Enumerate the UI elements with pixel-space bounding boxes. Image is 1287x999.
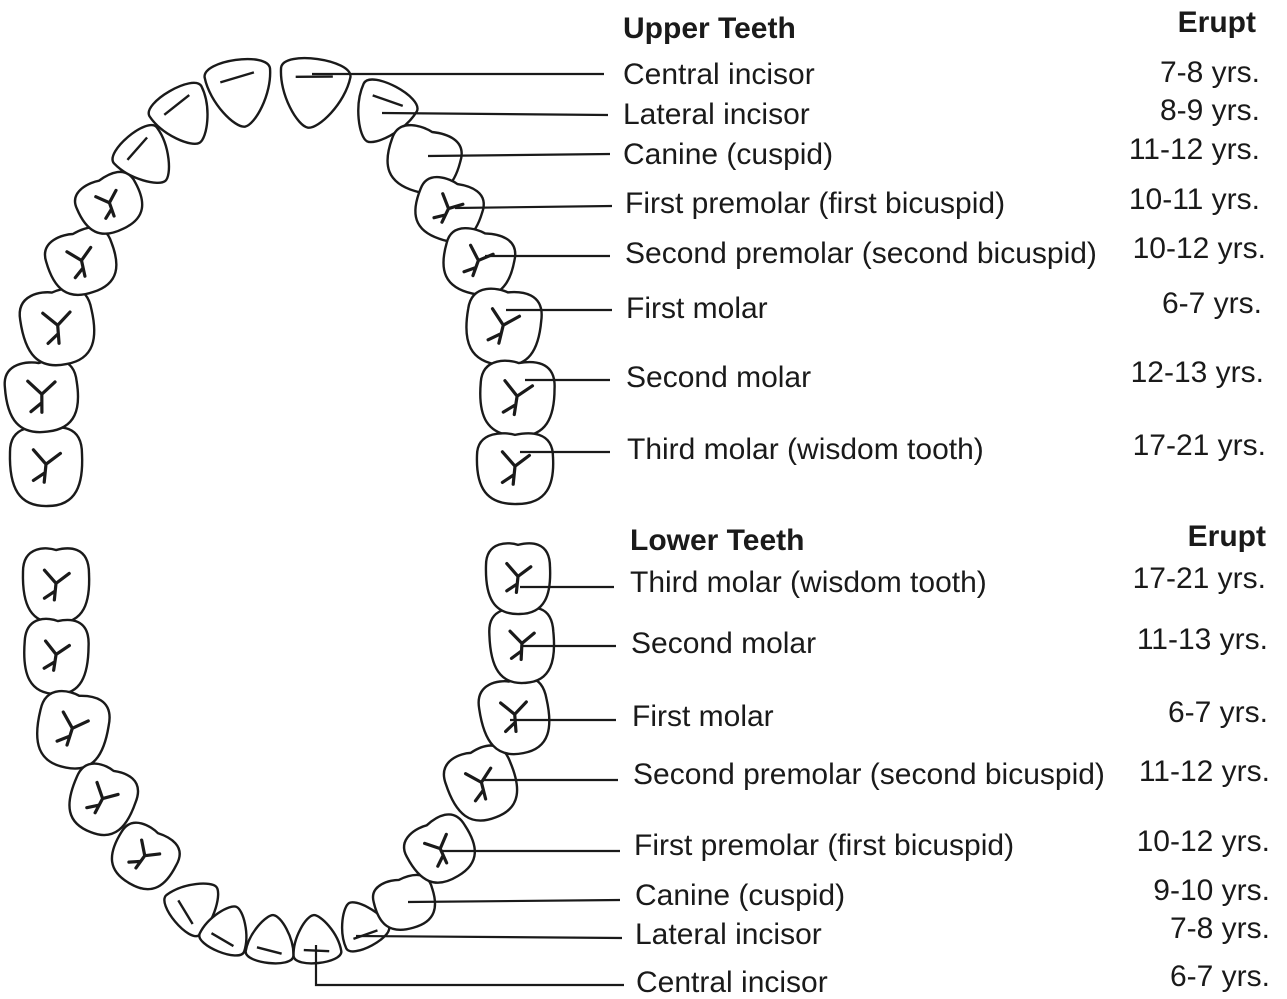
upper-erupt-canine: 11-12 yrs. bbox=[1129, 135, 1260, 165]
upper-erupt-second-molar: 12-13 yrs. bbox=[1131, 358, 1264, 388]
lower-erupt-canine: 9-10 yrs. bbox=[1153, 876, 1270, 906]
upper-label-third-molar: Third molar (wisdom tooth) bbox=[627, 435, 984, 465]
upper-right-first-molar bbox=[461, 286, 545, 370]
upper-right-second-premolar bbox=[436, 224, 519, 302]
lower-erupt-first-molar: 6-7 yrs. bbox=[1168, 698, 1268, 728]
upper-erupt-heading: Erupt bbox=[1178, 8, 1256, 38]
upper-left-central-incisor bbox=[203, 55, 278, 131]
lower-right-third-molar bbox=[486, 543, 550, 614]
lower-leader-canine bbox=[408, 900, 620, 902]
lower-teeth-heading: Lower Teeth bbox=[630, 526, 804, 556]
upper-label-first-molar: First molar bbox=[626, 294, 768, 324]
upper-label-first-premolar: First premolar (first bicuspid) bbox=[625, 189, 1005, 219]
lower-erupt-second-premolar: 11-12 yrs. bbox=[1139, 757, 1270, 787]
upper-left-second-molar bbox=[2, 358, 81, 436]
upper-erupt-first-molar: 6-7 yrs. bbox=[1162, 289, 1262, 319]
lower-leader-lateral-incisor bbox=[356, 936, 622, 938]
lower-erupt-first-premolar: 10-12 yrs. bbox=[1137, 827, 1270, 857]
upper-left-second-premolar bbox=[40, 222, 124, 303]
upper-label-second-molar: Second molar bbox=[626, 363, 811, 393]
lower-left-second-molar bbox=[22, 618, 90, 696]
lower-erupt-third-molar: 17-21 yrs. bbox=[1133, 564, 1266, 594]
lower-label-lateral-incisor: Lateral incisor bbox=[635, 920, 822, 950]
upper-teeth-heading: Upper Teeth bbox=[623, 14, 796, 44]
upper-erupt-second-premolar: 10-12 yrs. bbox=[1133, 234, 1266, 264]
lower-erupt-heading: Erupt bbox=[1188, 522, 1266, 552]
upper-erupt-central-incisor: 7-8 yrs. bbox=[1160, 58, 1260, 88]
upper-right-second-molar bbox=[478, 359, 556, 437]
upper-label-canine: Canine (cuspid) bbox=[623, 140, 833, 170]
lower-leader-central-incisor bbox=[316, 945, 624, 985]
upper-erupt-third-molar: 17-21 yrs. bbox=[1133, 431, 1266, 461]
lower-left-first-molar bbox=[30, 687, 114, 775]
lower-label-second-premolar: Second premolar (second bicuspid) bbox=[633, 760, 1105, 790]
upper-left-third-molar bbox=[10, 427, 82, 506]
lower-erupt-second-molar: 11-13 yrs. bbox=[1137, 625, 1268, 655]
upper-label-lateral-incisor: Lateral incisor bbox=[623, 100, 810, 130]
lower-label-first-premolar: First premolar (first bicuspid) bbox=[634, 831, 1014, 861]
upper-erupt-first-premolar: 10-11 yrs. bbox=[1129, 185, 1260, 215]
upper-label-central-incisor: Central incisor bbox=[623, 60, 815, 90]
lower-label-first-molar: First molar bbox=[632, 702, 774, 732]
lower-left-third-molar bbox=[23, 548, 89, 623]
upper-erupt-lateral-incisor: 8-9 yrs. bbox=[1160, 96, 1260, 126]
lower-label-central-incisor: Central incisor bbox=[636, 968, 828, 998]
lower-erupt-lateral-incisor: 7-8 yrs. bbox=[1170, 914, 1270, 944]
upper-left-first-molar bbox=[16, 285, 100, 371]
upper-right-third-molar bbox=[477, 433, 553, 504]
lower-left-central-incisor bbox=[245, 913, 298, 966]
lower-label-third-molar: Third molar (wisdom tooth) bbox=[630, 568, 987, 598]
lower-erupt-central-incisor: 6-7 yrs. bbox=[1170, 962, 1270, 992]
lower-label-second-molar: Second molar bbox=[631, 629, 816, 659]
lower-label-canine: Canine (cuspid) bbox=[635, 881, 845, 911]
upper-label-second-premolar: Second premolar (second bicuspid) bbox=[625, 239, 1097, 269]
upper-right-central-incisor bbox=[273, 54, 352, 132]
